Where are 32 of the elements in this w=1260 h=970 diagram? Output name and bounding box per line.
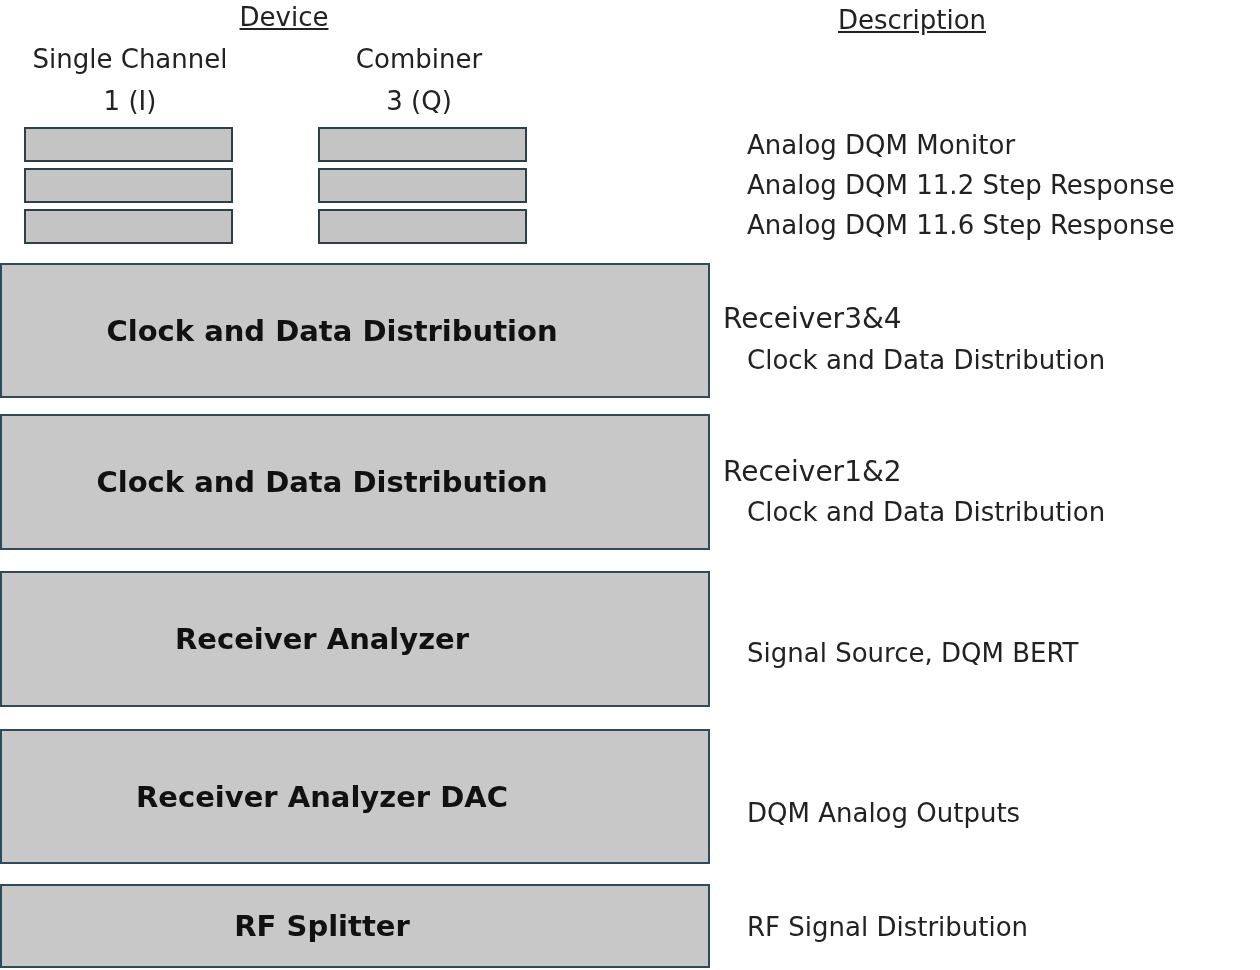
column-subheading: 3 (Q) bbox=[386, 86, 452, 116]
description-text: Analog DQM 11.6 Step Response bbox=[747, 210, 1175, 240]
description-text: Clock and Data Distribution bbox=[747, 497, 1106, 527]
description-text: Analog DQM Monitor bbox=[747, 130, 1016, 160]
column-heading: Description bbox=[837, 5, 987, 35]
device-box bbox=[318, 168, 527, 203]
device-box bbox=[24, 168, 233, 203]
description-text: RF Signal Distribution bbox=[747, 912, 1029, 942]
column-subheading: Combiner bbox=[355, 44, 483, 74]
device-box bbox=[318, 209, 527, 244]
description-text: Receiver3&4 bbox=[723, 302, 902, 335]
box-label: Receiver Analyzer bbox=[173, 622, 471, 656]
description-text: Analog DQM 11.2 Step Response bbox=[747, 170, 1175, 200]
device-box bbox=[24, 127, 233, 162]
box-label: RF Splitter bbox=[233, 909, 411, 943]
device-box bbox=[0, 729, 710, 864]
description-text: Signal Source, DQM BERT bbox=[747, 638, 1079, 668]
column-subheading: 1 (I) bbox=[103, 86, 157, 116]
device-box bbox=[0, 414, 710, 550]
device-box bbox=[0, 884, 710, 968]
description-text: DQM Analog Outputs bbox=[747, 798, 1021, 828]
device-box bbox=[24, 209, 233, 244]
device-box bbox=[0, 263, 710, 398]
description-text: Receiver1&2 bbox=[723, 455, 902, 488]
description-text: Clock and Data Distribution bbox=[747, 345, 1106, 375]
column-heading: Device bbox=[239, 2, 329, 32]
box-label: Clock and Data Distribution bbox=[95, 465, 549, 499]
device-box bbox=[318, 127, 527, 162]
box-label: Clock and Data Distribution bbox=[105, 313, 559, 348]
box-label: Receiver Analyzer DAC bbox=[135, 779, 509, 814]
column-subheading: Single Channel bbox=[32, 44, 228, 74]
device-box bbox=[0, 571, 710, 707]
